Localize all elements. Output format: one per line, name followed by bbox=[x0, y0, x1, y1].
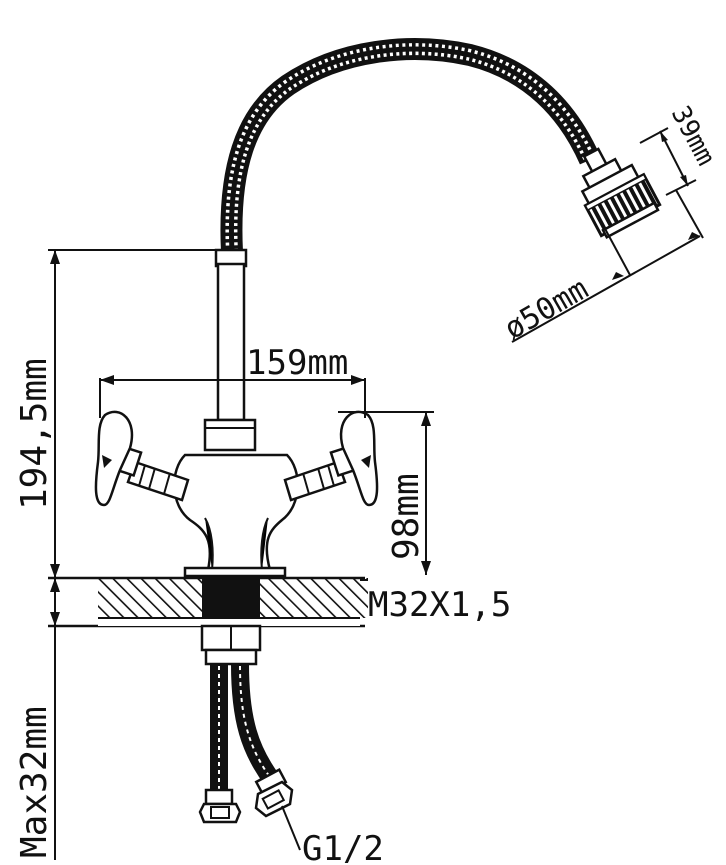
faucet-body bbox=[173, 453, 299, 578]
countertop-section bbox=[48, 576, 368, 628]
dimension-max-thickness: Max32mm bbox=[14, 578, 60, 860]
label-body-height: 98mm bbox=[386, 473, 427, 560]
right-valve-handle bbox=[283, 410, 379, 507]
left-valve-handle bbox=[94, 410, 190, 507]
flexible-spout bbox=[220, 38, 601, 253]
dimension-hose-thread: G1/2 bbox=[281, 805, 384, 865]
spray-head bbox=[580, 147, 662, 239]
label-max-thickness: Max32mm bbox=[14, 706, 55, 858]
label-head-height: 39mm bbox=[665, 101, 721, 170]
dimension-mount-thread: M32X1,5 bbox=[360, 579, 511, 625]
spout-tube bbox=[203, 248, 257, 452]
label-total-height: 194,5mm bbox=[14, 358, 55, 510]
dimension-body-height: 98mm bbox=[338, 411, 434, 575]
label-head-diameter: ø50mm bbox=[499, 271, 595, 346]
dimension-head-height: 39mm bbox=[639, 101, 721, 196]
supply-hoses bbox=[198, 624, 294, 824]
label-spout-reach: 159mm bbox=[246, 343, 348, 383]
dimension-spout-reach: 159mm bbox=[99, 343, 366, 418]
dimension-total-height: 194,5mm bbox=[14, 249, 216, 578]
label-hose-thread: G1/2 bbox=[302, 829, 384, 865]
label-mount-thread: M32X1,5 bbox=[368, 585, 511, 625]
